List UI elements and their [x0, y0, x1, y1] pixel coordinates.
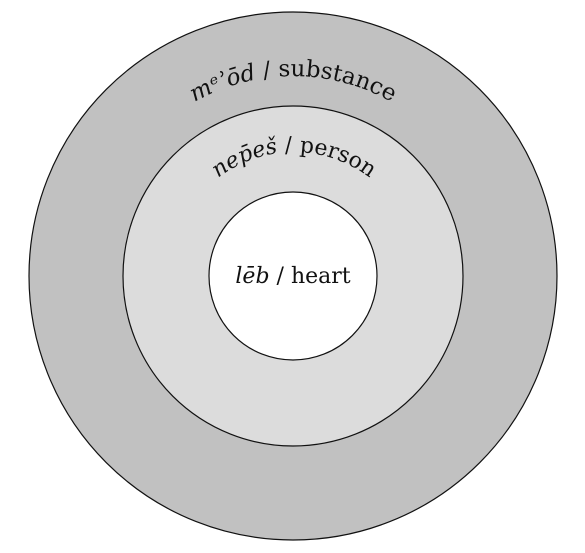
- middle-separator: /: [276, 133, 300, 159]
- inner-separator: /: [270, 264, 291, 289]
- inner-term: lēb: [235, 264, 269, 289]
- outer-separator: /: [253, 57, 279, 86]
- inner-circle-label: lēb / heart: [235, 264, 350, 289]
- inner-gloss: heart: [291, 264, 351, 289]
- inner-circle: [208, 191, 378, 361]
